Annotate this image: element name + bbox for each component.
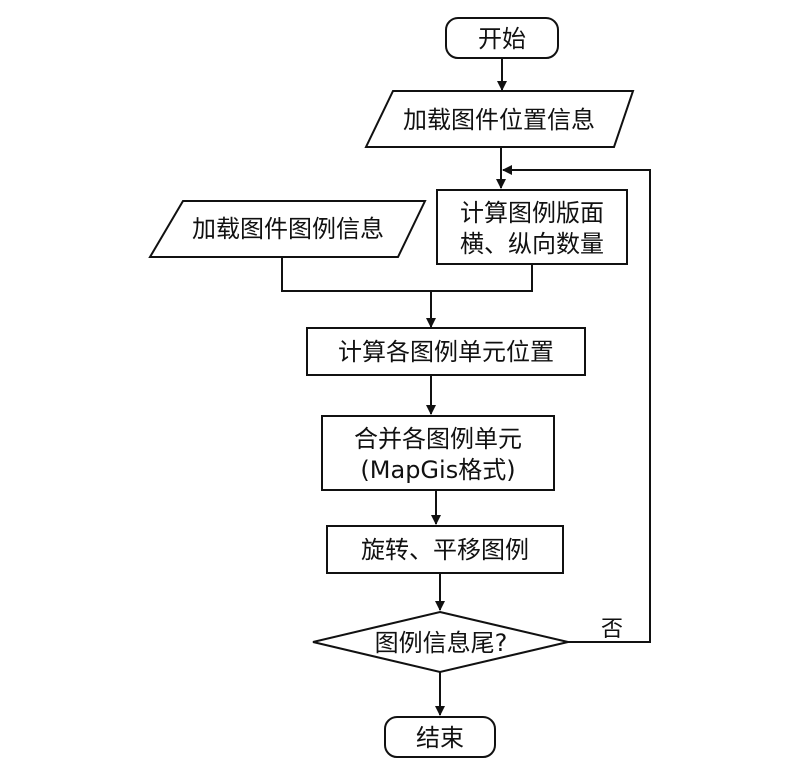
load-position-label: 加载图件位置信息 (403, 106, 595, 134)
end-terminal (384, 716, 496, 758)
calc-layout-label-line2: 横、纵向数量 (460, 230, 604, 258)
start-label: 开始 (478, 25, 526, 53)
join-line (281, 257, 533, 292)
no-label: 否 (601, 617, 623, 642)
loop-back-line (502, 165, 651, 643)
rotate-translate-label: 旋转、平移图例 (361, 536, 529, 564)
load-legend-io (148, 200, 427, 258)
calc-layout-process (436, 189, 628, 265)
calc-unit-position-label: 计算各图例单元位置 (338, 338, 554, 366)
merge-label-line1: 合并各图例单元 (354, 425, 522, 453)
load-position-io (364, 90, 635, 148)
load-legend-label: 加载图件图例信息 (192, 215, 384, 243)
decision-label: 图例信息尾? (375, 629, 508, 657)
calc-unit-position-process (306, 327, 586, 376)
calc-layout-label-line1: 计算图例版面 (460, 199, 604, 227)
merge-label-line2: (MapGis格式) (360, 456, 515, 484)
end-label: 结束 (416, 724, 464, 752)
rotate-translate-process (326, 525, 564, 574)
merge-process (321, 415, 555, 491)
